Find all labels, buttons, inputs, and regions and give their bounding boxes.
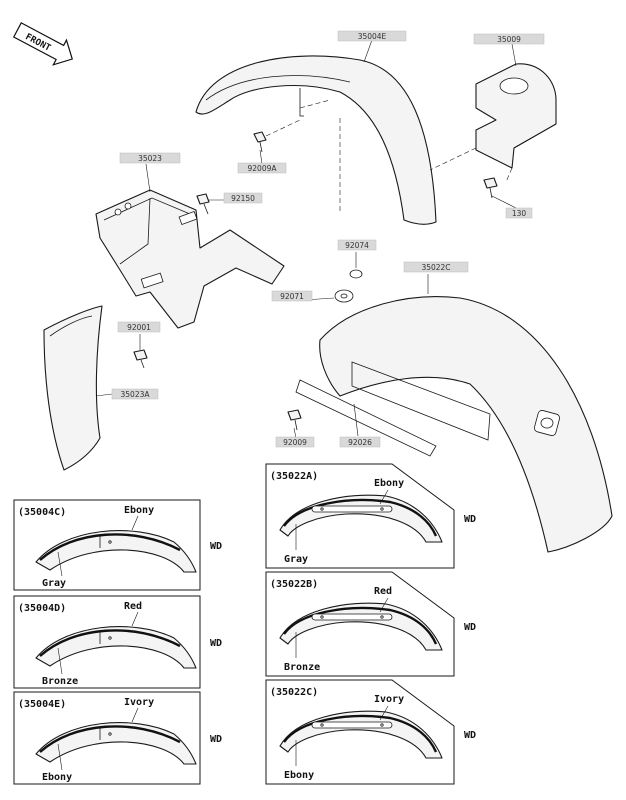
variant-color-bottom: Gray bbox=[284, 554, 308, 565]
svg-text:35023A: 35023A bbox=[121, 390, 151, 399]
part-label-35022c: 35022C bbox=[403, 261, 469, 273]
part-label-35023a: 35023A bbox=[111, 388, 159, 400]
variant-color-top: Ivory bbox=[124, 697, 154, 708]
variant-code: (35022B) bbox=[270, 579, 318, 590]
variant-color-bottom: Ebony bbox=[42, 772, 72, 783]
variant-code: (35022C) bbox=[270, 687, 318, 698]
part-label-92009a: 92009A bbox=[237, 162, 287, 174]
variant-color-bottom: Ebony bbox=[284, 770, 314, 781]
bolt-92009a bbox=[253, 119, 301, 153]
part-label-35023: 35023 bbox=[119, 152, 181, 164]
variant-color-top: Ebony bbox=[124, 505, 154, 516]
svg-text:92009A: 92009A bbox=[248, 164, 278, 173]
variant-code: (35022A) bbox=[270, 471, 318, 482]
variant-code: (35004E) bbox=[18, 699, 66, 710]
leader-lines bbox=[95, 39, 517, 439]
svg-text:92001: 92001 bbox=[127, 323, 151, 332]
bolt-92150 bbox=[196, 193, 210, 215]
variant-code: (35004C) bbox=[18, 507, 66, 518]
variant-color-bottom: Gray bbox=[42, 578, 66, 589]
part-label-92001: 92001 bbox=[117, 321, 161, 333]
svg-text:35004E: 35004E bbox=[358, 32, 387, 41]
variant-color-bottom: Bronze bbox=[284, 662, 320, 673]
svg-text:92026: 92026 bbox=[348, 438, 372, 447]
variant-color-top: Ivory bbox=[374, 694, 404, 705]
fender-housing-illustration bbox=[95, 189, 285, 329]
variant-market-code: WD bbox=[210, 638, 222, 649]
variant-market-code: WD bbox=[210, 541, 222, 552]
rear-bracket-illustration bbox=[429, 63, 557, 183]
rear-fender-variants: (35022A)EbonyGrayWD(35022B)RedBronzeWD(3… bbox=[265, 463, 476, 785]
svg-text:35022C: 35022C bbox=[421, 263, 450, 272]
mud-flap-illustration bbox=[43, 305, 103, 471]
svg-text:92071: 92071 bbox=[280, 292, 304, 301]
part-label-92026: 92026 bbox=[339, 436, 381, 448]
bolt-92009 bbox=[287, 409, 302, 431]
variant-code: (35004D) bbox=[18, 603, 66, 614]
variant-color-top: Ebony bbox=[374, 478, 404, 489]
variant-market-code: WD bbox=[464, 514, 476, 525]
variant-color-bottom: Bronze bbox=[42, 676, 78, 687]
part-label-130: 130 bbox=[505, 207, 533, 219]
svg-text:92074: 92074 bbox=[345, 241, 369, 250]
front-fender-illustration bbox=[195, 55, 437, 225]
variant-market-code: WD bbox=[464, 730, 476, 741]
variant-market-code: WD bbox=[464, 622, 476, 633]
part-label-35004e: 35004E bbox=[337, 30, 407, 42]
bolt-92001 bbox=[133, 349, 148, 369]
part-label-92150: 92150 bbox=[223, 192, 263, 204]
part-label-92074: 92074 bbox=[337, 239, 377, 251]
variant-color-top: Red bbox=[374, 586, 392, 597]
part-label-35009: 35009 bbox=[473, 33, 545, 45]
svg-text:35009: 35009 bbox=[497, 35, 521, 44]
washer-92071 bbox=[334, 289, 354, 303]
variant-market-code: WD bbox=[210, 734, 222, 745]
front-fender-variants: (35004C)EbonyGrayWD(35004D)RedBronzeWD(3… bbox=[13, 499, 222, 785]
variant-color-top: Red bbox=[124, 601, 142, 612]
svg-text:92009: 92009 bbox=[283, 438, 307, 447]
svg-text:130: 130 bbox=[512, 209, 527, 218]
part-label-92009: 92009 bbox=[275, 436, 315, 448]
svg-text:92150: 92150 bbox=[231, 194, 255, 203]
bolt-130 bbox=[483, 177, 498, 199]
front-direction-arrow: FRONT bbox=[12, 22, 74, 66]
part-label-92071: 92071 bbox=[271, 290, 313, 302]
rear-fender-illustration bbox=[295, 296, 613, 553]
svg-text:35023: 35023 bbox=[138, 154, 162, 163]
washer-92074 bbox=[349, 269, 363, 279]
